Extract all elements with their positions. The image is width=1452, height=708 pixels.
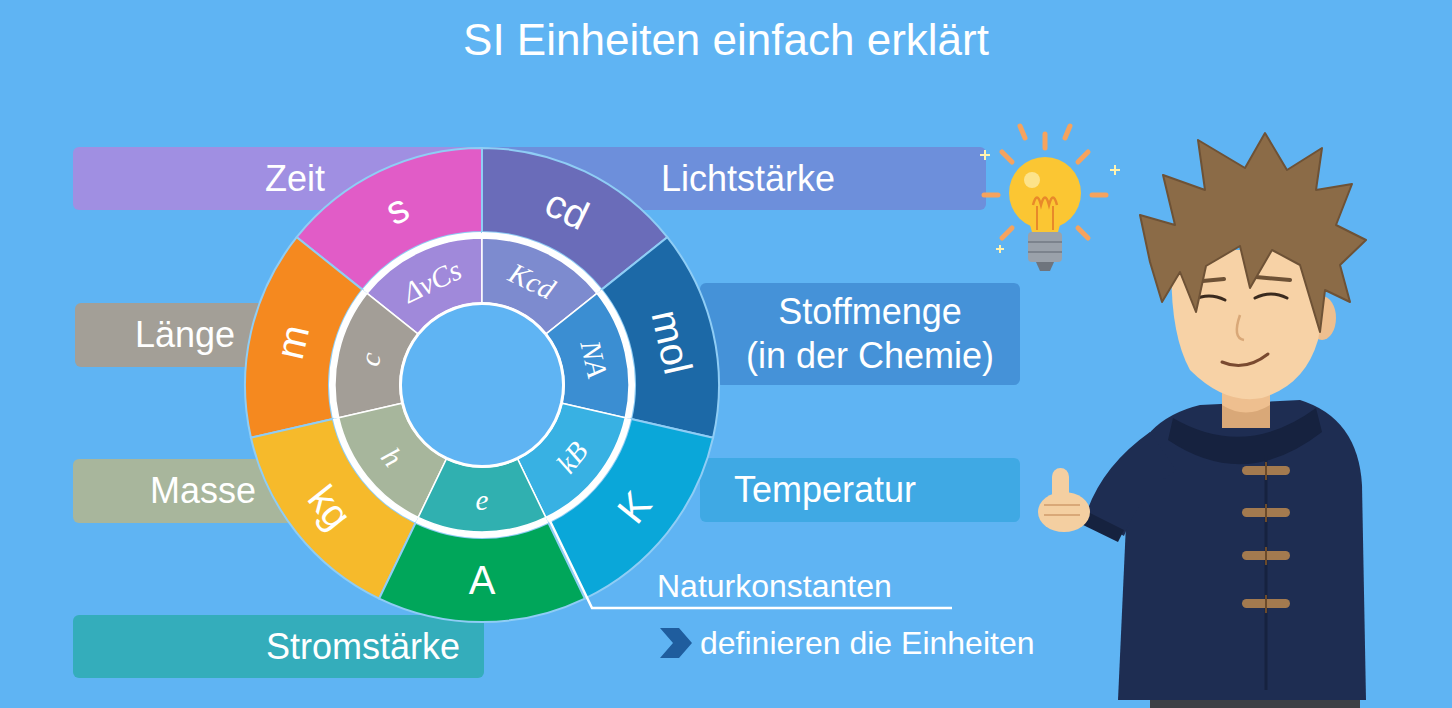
band-text-holder: Länge [135, 313, 235, 357]
quantity-name: Länge [135, 313, 235, 357]
band-text-holder: Stromstärke [266, 625, 460, 669]
quantity-name: Masse [150, 469, 256, 513]
unit-segment: A [242, 145, 722, 625]
light-bulb [980, 126, 1120, 271]
band-text-holder: Lichtstärke [661, 157, 835, 201]
segment-shape [242, 145, 722, 625]
quantity-name: Zeit [265, 157, 325, 201]
ring-border [545, 333, 565, 403]
quantity-band: Stromstärke [73, 615, 484, 678]
ring-border [446, 457, 518, 468]
quantity-name: Stoffmenge [746, 290, 994, 334]
quantity-name: Temperatur [734, 468, 916, 512]
quantity-name: (in der Chemie) [746, 334, 994, 378]
quantity-band: Stoffmenge(in der Chemie) [700, 283, 1020, 385]
band-text-holder: Masse [150, 469, 256, 513]
label-holder: Naturkonstanten [657, 567, 892, 605]
constant-symbol: e [476, 484, 489, 516]
ring-border [417, 302, 482, 335]
quantity-name: Lichtstärke [661, 157, 835, 201]
band-text-holder: Zeit [265, 157, 325, 201]
ring-border [416, 517, 549, 538]
band-text-holder: Stoffmenge(in der Chemie) [746, 290, 994, 378]
constant-segment: e [242, 145, 722, 625]
annotation-heading: Naturkonstanten [657, 567, 892, 605]
ring-border [333, 418, 418, 523]
quantity-name: Stromstärke [266, 625, 460, 669]
leader-line [550, 521, 952, 608]
annotation-text: definieren die Einheiten [700, 624, 1034, 662]
segment-text-holder: e [476, 484, 489, 516]
person-figure [1038, 133, 1366, 708]
segment-text-holder: A [469, 558, 496, 602]
ring-border [399, 333, 419, 403]
quantity-band: Temperatur [700, 458, 1020, 522]
ring-border [546, 418, 631, 523]
segment-fill [418, 459, 546, 532]
title-holder: SI Einheiten einfach erklärt [463, 14, 989, 66]
band-text-holder: Temperatur [734, 468, 916, 512]
segment-shape [242, 145, 722, 625]
ring-border [482, 302, 547, 335]
chevron-icon [660, 628, 692, 658]
unit-symbol: A [469, 558, 496, 602]
label-holder: definieren die Einheiten [700, 624, 1034, 662]
page-title: SI Einheiten einfach erklärt [463, 14, 989, 66]
